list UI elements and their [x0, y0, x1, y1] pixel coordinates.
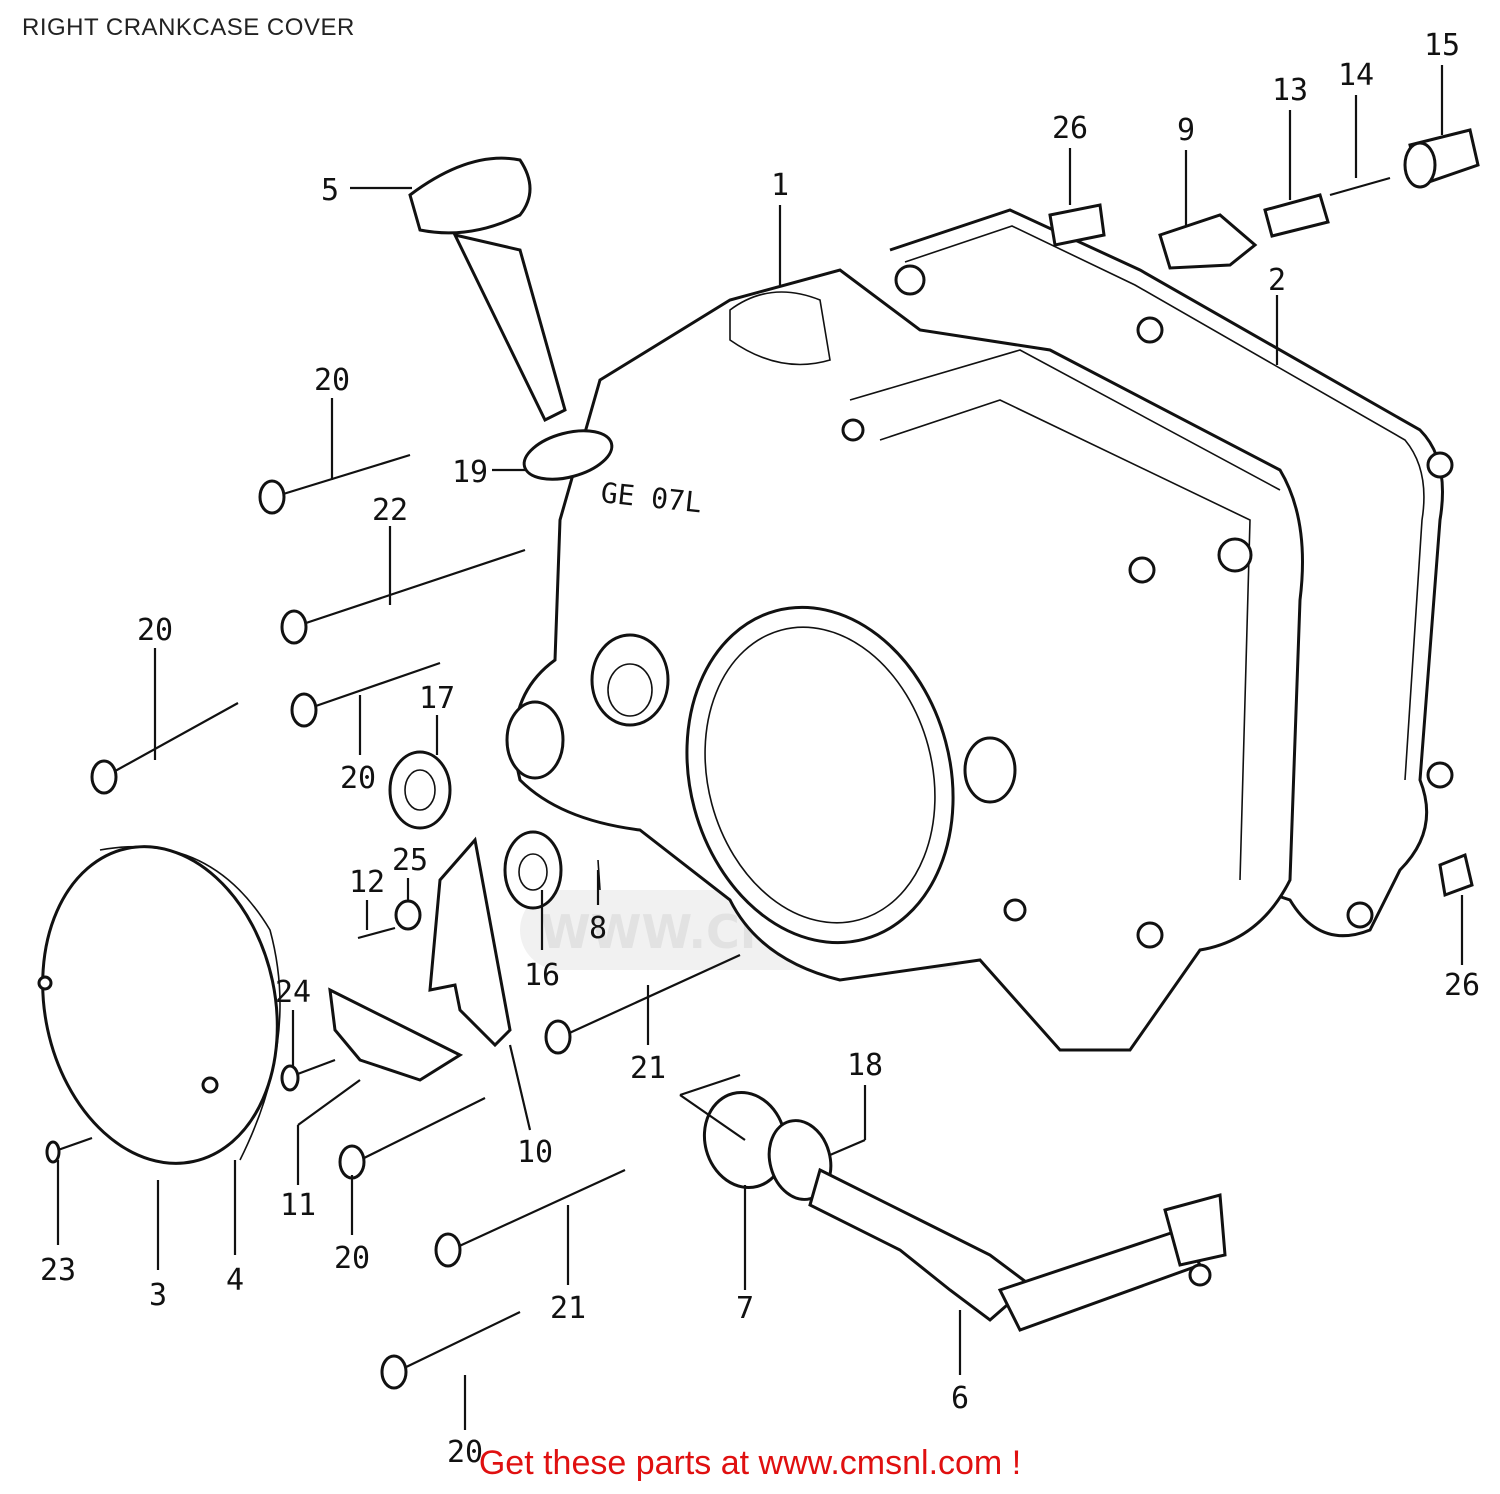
callout-21a: 21	[630, 1051, 666, 1086]
oil-seal-16	[503, 830, 563, 910]
callout-9: 9	[1177, 113, 1195, 148]
callout-13: 13	[1272, 73, 1308, 108]
callout-10: 10	[517, 1135, 553, 1170]
kickstarter-spindle-part	[702, 1090, 1227, 1332]
part-9	[1158, 213, 1258, 270]
callout-1: 1	[771, 168, 789, 203]
callout-12: 12	[349, 865, 385, 900]
callout-15: 15	[1424, 28, 1460, 63]
oil-seal-17	[388, 750, 452, 830]
page-title: RIGHT CRANKCASE COVER	[22, 14, 355, 41]
callout-20e: 20	[447, 1435, 483, 1470]
bolt-20b	[90, 702, 239, 795]
callout-23: 24	[275, 975, 311, 1010]
screw-24	[45, 1136, 93, 1164]
screw-23	[280, 1058, 336, 1092]
callout-20b: 20	[137, 613, 173, 648]
callout-16: 16	[524, 958, 560, 993]
callout-7: 7	[736, 1291, 754, 1326]
callout-26b: 26	[1444, 968, 1480, 1003]
callout-24: 23	[40, 1253, 76, 1288]
callout-25: 25	[392, 843, 428, 878]
crankcase-cover-part: GE 07L	[505, 268, 1304, 1052]
callout-5: 5	[321, 173, 339, 208]
bolt-20e	[380, 1311, 521, 1390]
spring-14	[1329, 176, 1391, 197]
callout-14: 14	[1338, 58, 1374, 93]
dowel-26a	[1048, 203, 1106, 247]
callout-18: 18	[847, 1048, 883, 1083]
callout-20c: 20	[340, 761, 376, 796]
small-parts-group	[328, 128, 1480, 1082]
bolt-12	[357, 926, 396, 940]
callout-21b: 21	[550, 1291, 586, 1326]
callout-11: 11	[280, 1188, 316, 1223]
bolt-22	[280, 548, 526, 645]
callout-2: 2	[1268, 263, 1286, 298]
oil-filler-cap-part	[408, 156, 614, 481]
callout-20d: 20	[334, 1241, 370, 1276]
bolt-21b	[434, 1169, 626, 1268]
plate-10	[428, 836, 512, 1048]
callout-22: 22	[372, 493, 408, 528]
bolt-20c	[290, 661, 441, 728]
nut-25	[394, 899, 422, 931]
bolt-20a	[258, 453, 411, 515]
callout-3: 3	[149, 1278, 167, 1313]
bolt-20d	[338, 1097, 486, 1180]
callout-19: 19	[452, 455, 488, 490]
bolt-21a	[544, 953, 741, 1055]
callout-labels: 5 1 2 13 14 15 9 26 20 22 20 19 20 17 12…	[40, 28, 1480, 1470]
callout-20a: 20	[314, 363, 350, 398]
footer-shop-link[interactable]: Get these parts at www.cmsnl.com !	[478, 1444, 1022, 1482]
callout-26a: 26	[1052, 111, 1088, 146]
bolts-group	[45, 453, 741, 1390]
dowel-26b	[1438, 852, 1474, 898]
callout-8: 8	[589, 911, 607, 946]
cam-11	[328, 987, 464, 1082]
callout-6: 6	[951, 1381, 969, 1416]
side-cover-part	[37, 845, 281, 1165]
leader-lines	[56, 65, 1464, 1430]
part-13	[1263, 193, 1330, 238]
callout-17: 17	[419, 681, 455, 716]
callout-4: 4	[226, 1263, 244, 1298]
